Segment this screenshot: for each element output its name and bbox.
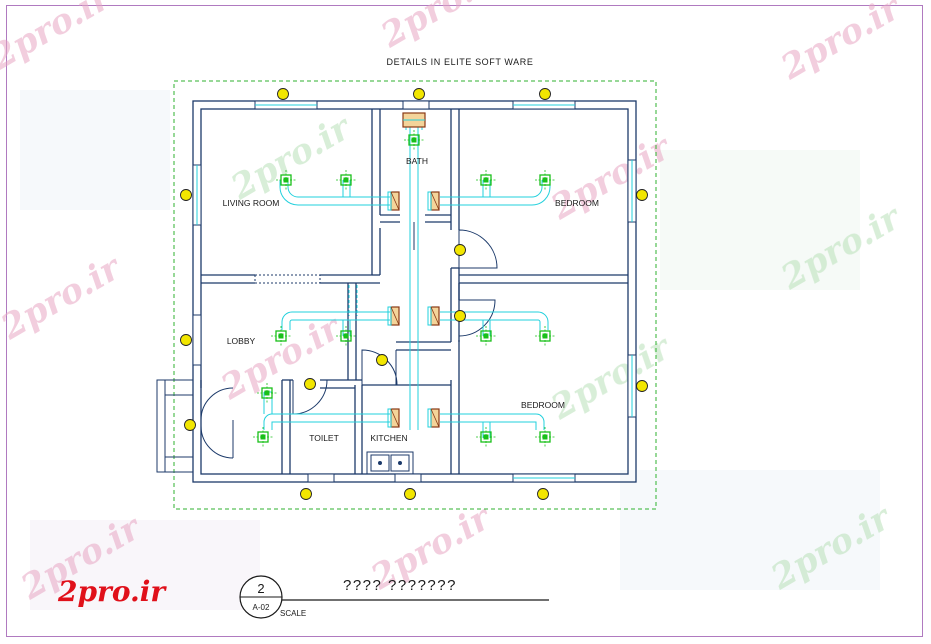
title-block-heading: ???? ??????? [343, 577, 457, 594]
air-diffusers [252, 129, 556, 448]
watermark-text: 2pro.ir [544, 327, 679, 428]
room-label-bedroom-top: BEDROOM [555, 198, 599, 208]
sheet-number: A-02 [253, 603, 270, 612]
windows [192, 100, 637, 483]
room-label-lobby: LOBBY [227, 336, 256, 346]
site-boundary [173, 80, 657, 510]
watermark-text: 2pro.ir [544, 127, 679, 228]
watermark-text: 2pro.ir [224, 107, 359, 208]
site-logo[interactable]: 2pro.ir [58, 575, 166, 608]
kitchen-sink [366, 451, 414, 475]
room-label-living-room: LIVING ROOM [223, 198, 280, 208]
title-block: 2 A-02 ???? ??????? SCALE [239, 575, 549, 619]
room-label-bath: BATH [406, 156, 428, 166]
drawing-frame [6, 5, 923, 637]
light-fixtures [180, 88, 648, 500]
watermark-text: 2pro.ir [374, 0, 509, 56]
watermark-text: 2pro.ir [0, 0, 119, 78]
room-label-toilet: TOILET [309, 433, 339, 443]
watermark-text: 2pro.ir [214, 307, 349, 408]
room-label-bedroom-bottom: BEDROOM [521, 400, 565, 410]
duct-dampers [387, 112, 440, 428]
ducts [263, 118, 551, 438]
background-tint [20, 90, 880, 610]
drawing-title: DETAILS IN ELITE SOFT WARE [387, 57, 534, 67]
drawing-number: 2 [257, 581, 264, 596]
room-label-kitchen: KITCHEN [370, 433, 407, 443]
room-labels: LIVING ROOM BATH BEDROOM LOBBY TOILET KI… [223, 156, 599, 443]
scale-label: SCALE [280, 609, 306, 618]
watermark-text: 2pro.ir [0, 247, 129, 348]
watermark-text: 2pro.ir [774, 0, 909, 88]
